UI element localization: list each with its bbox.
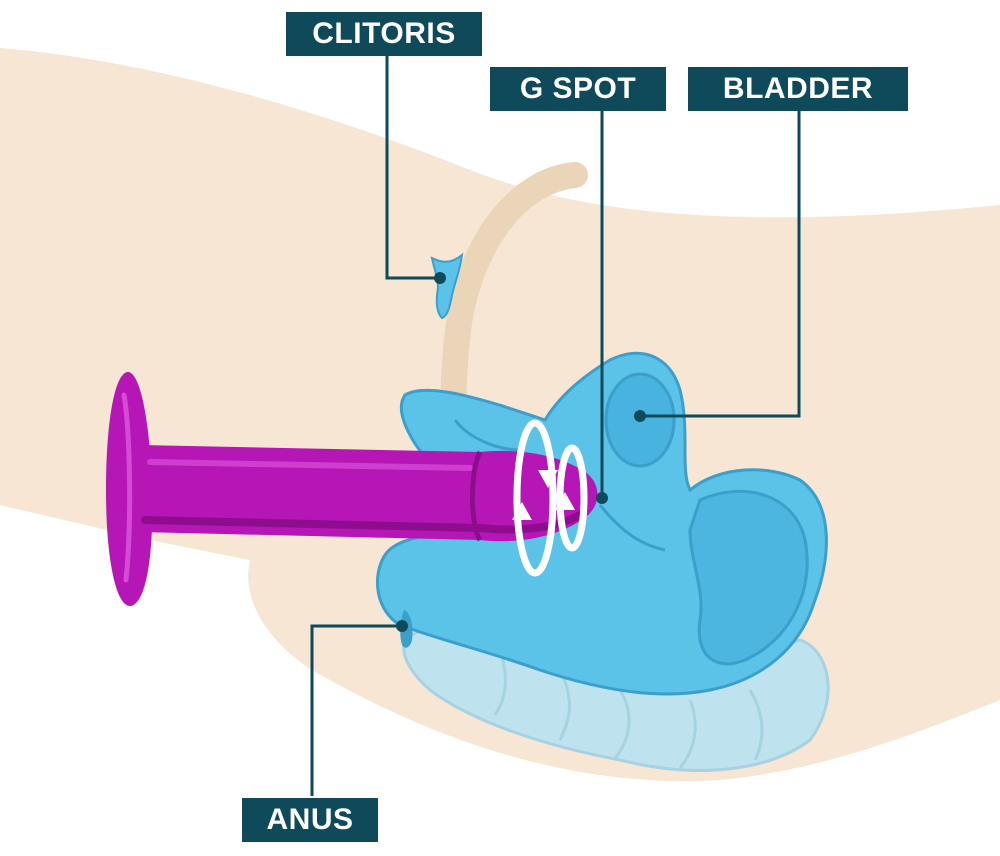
label-anus: ANUS — [242, 798, 378, 842]
leader-line-clitoris — [385, 56, 440, 280]
leader-dot-anus — [396, 620, 408, 632]
rotation-arrow-up-left — [512, 502, 532, 520]
leader-dot-bladder — [634, 410, 646, 422]
leader-dot-clitoris — [434, 272, 446, 284]
leader-line-bladder — [640, 110, 801, 418]
intestine-segment-lines — [493, 649, 764, 769]
leader-line-anus — [310, 624, 402, 796]
leader-dots — [396, 272, 646, 632]
leader-dot-g-spot — [596, 492, 608, 504]
uterus-lobe — [688, 489, 809, 666]
toy-base-highlight — [121, 392, 133, 583]
toy-shaft-highlight — [147, 459, 473, 471]
toy-shaft — [140, 445, 598, 542]
rotation-arrow-up-right — [555, 492, 575, 510]
rotation-arrow-down — [538, 470, 558, 488]
toy-shaft-shadow — [141, 511, 584, 534]
rotation-ring-outer — [513, 419, 557, 577]
label-g-spot: G SPOT — [490, 67, 666, 111]
rotation-ring-inner — [556, 444, 588, 552]
leader-lines — [310, 56, 801, 796]
organ-inner-curve — [453, 419, 666, 552]
label-bladder: BLADDER — [688, 67, 908, 111]
toy-head-ridge — [470, 450, 483, 542]
clitoris-shape — [430, 252, 464, 320]
label-clitoris: CLITORIS — [286, 12, 482, 56]
